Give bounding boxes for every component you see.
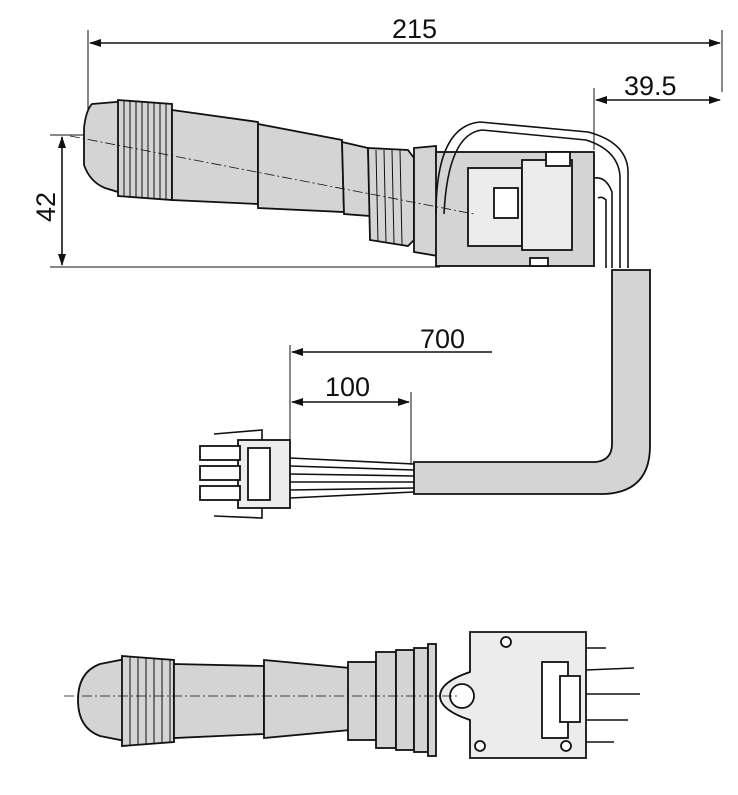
dimension-label-overall-length: 215 [392,14,437,44]
dimension-label-strip-length: 100 [325,372,370,402]
dimension-label-cable-length: 700 [420,324,465,354]
dimension-label-connector-offset: 39.5 [624,71,677,101]
knurled-grip [123,101,167,200]
dimension-connector-offset: 39.5 [593,71,721,150]
switch-top-view [64,631,640,759]
switch-side-view [69,99,629,268]
dimension-strip-length: 100 [291,372,412,465]
wire-bundle [289,457,415,499]
multi-pin-connector [199,429,291,519]
cable-harness [199,269,651,519]
dimension-overall-length: 215 [87,14,723,118]
dimension-label-height: 42 [31,192,61,222]
dimension-cable-length: 700 [289,324,492,460]
bottom-knurled-grip [129,657,171,745]
